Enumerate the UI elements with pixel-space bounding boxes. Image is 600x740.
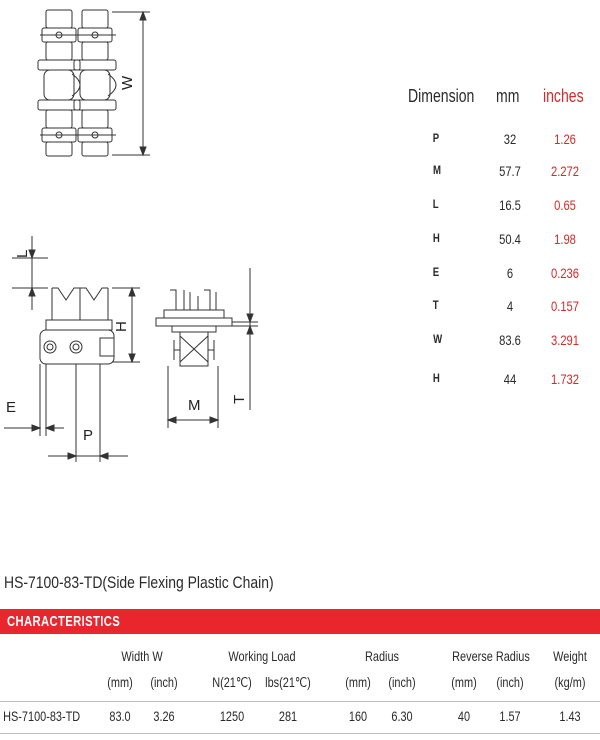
radius-mm-cell: 160 — [348, 708, 368, 724]
dimension-row: W 83.6 3.291 — [433, 332, 580, 348]
unit-load-lbs: lbs(21℃) — [265, 674, 311, 690]
label-p: P — [83, 427, 93, 444]
label-t: T — [231, 395, 248, 404]
unit-radius-mm: (mm) — [345, 674, 371, 690]
unit-weight: (kg/m) — [554, 674, 586, 690]
characteristics-title: CHARACTERISTICS — [7, 613, 121, 630]
dimension-row: T 4 0.157 — [432, 298, 580, 314]
characteristics-header-bar: CHARACTERISTICS — [0, 609, 600, 634]
chain-side-view — [39, 287, 115, 365]
label-w: W — [119, 75, 136, 90]
table-divider — [0, 733, 600, 734]
load-n-cell: 1250 — [219, 708, 245, 724]
label-m: M — [188, 397, 201, 414]
working-load-group-header: Working Load — [228, 648, 296, 664]
product-title: HS-7100-83-TD(Side Flexing Plastic Chain… — [4, 573, 274, 592]
radius-group-header: Radius — [364, 648, 400, 664]
dimension-row: M 57.7 2.272 — [433, 163, 580, 179]
model-cell: HS-7100-83-TD — [3, 708, 81, 724]
label-e: E — [6, 399, 16, 416]
rev-inch-cell: 1.57 — [499, 708, 521, 724]
unit-rev-mm: (mm) — [451, 674, 477, 690]
dimension-header: Dimension — [408, 86, 475, 106]
dimension-row: E 6 0.236 — [432, 265, 580, 281]
inches-header: inches — [543, 86, 584, 106]
mm-header: mm — [496, 86, 520, 106]
dimension-row: H 50.4 1.98 — [432, 231, 576, 247]
load-lbs-cell: 281 — [278, 708, 298, 724]
weight-cell: 1.43 — [559, 708, 581, 724]
rev-mm-cell: 40 — [457, 708, 471, 724]
technical-drawings: W L H E P M T — [4, 9, 258, 462]
unit-radius-inch: (inch) — [388, 674, 416, 690]
unit-rev-inch: (inch) — [496, 674, 524, 690]
characteristics-table: Width W Working Load Radius Reverse Radi… — [0, 634, 600, 734]
dimension-row: P 32 1.26 — [432, 131, 576, 147]
unit-width-mm: (mm) — [107, 674, 133, 690]
dimension-row: L 16.5 0.65 — [432, 197, 576, 213]
unit-width-inch: (inch) — [150, 674, 178, 690]
unit-load-n: N(21℃) — [212, 674, 252, 690]
table-divider — [0, 701, 600, 702]
width-group-header: Width W — [121, 648, 163, 664]
label-l: L — [14, 250, 31, 258]
width-mm-cell: 83.0 — [109, 708, 131, 724]
radius-inch-cell: 6.30 — [391, 708, 413, 724]
reverse-radius-group-header: Reverse Radius — [452, 648, 530, 664]
chain-front-view — [155, 289, 233, 367]
weight-group-header: Weight — [553, 648, 587, 664]
chain-top-view — [37, 9, 117, 157]
label-h: H — [113, 321, 130, 332]
width-inch-cell: 3.26 — [153, 708, 175, 724]
dimension-row: H 44 1.732 — [432, 371, 580, 387]
